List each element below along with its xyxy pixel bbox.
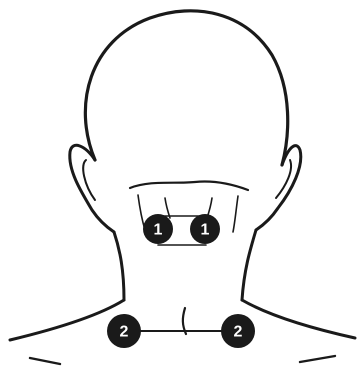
left-shoulder bbox=[10, 300, 124, 340]
left-ear bbox=[70, 145, 114, 232]
marker-label: 1 bbox=[154, 222, 163, 239]
point-marker-upper-right: 1 bbox=[190, 214, 220, 244]
left-ear-inner bbox=[83, 160, 95, 200]
marker-label: 2 bbox=[234, 324, 243, 341]
hairline-center-left bbox=[165, 198, 170, 218]
left-collar-stroke bbox=[30, 358, 60, 364]
right-shoulder bbox=[242, 300, 355, 338]
right-ear bbox=[256, 146, 301, 230]
head-outline bbox=[85, 11, 287, 165]
marker-label: 2 bbox=[120, 324, 129, 341]
hairline bbox=[130, 181, 248, 190]
point-marker-lower-left: 2 bbox=[107, 314, 141, 348]
point-marker-upper-left: 1 bbox=[143, 214, 173, 244]
marker-label: 1 bbox=[201, 222, 210, 239]
neck-right bbox=[242, 230, 256, 300]
hairline-right-fringe bbox=[233, 196, 238, 232]
neck-left bbox=[114, 232, 124, 300]
right-collar-stroke bbox=[300, 356, 335, 362]
point-marker-lower-right: 2 bbox=[221, 314, 255, 348]
